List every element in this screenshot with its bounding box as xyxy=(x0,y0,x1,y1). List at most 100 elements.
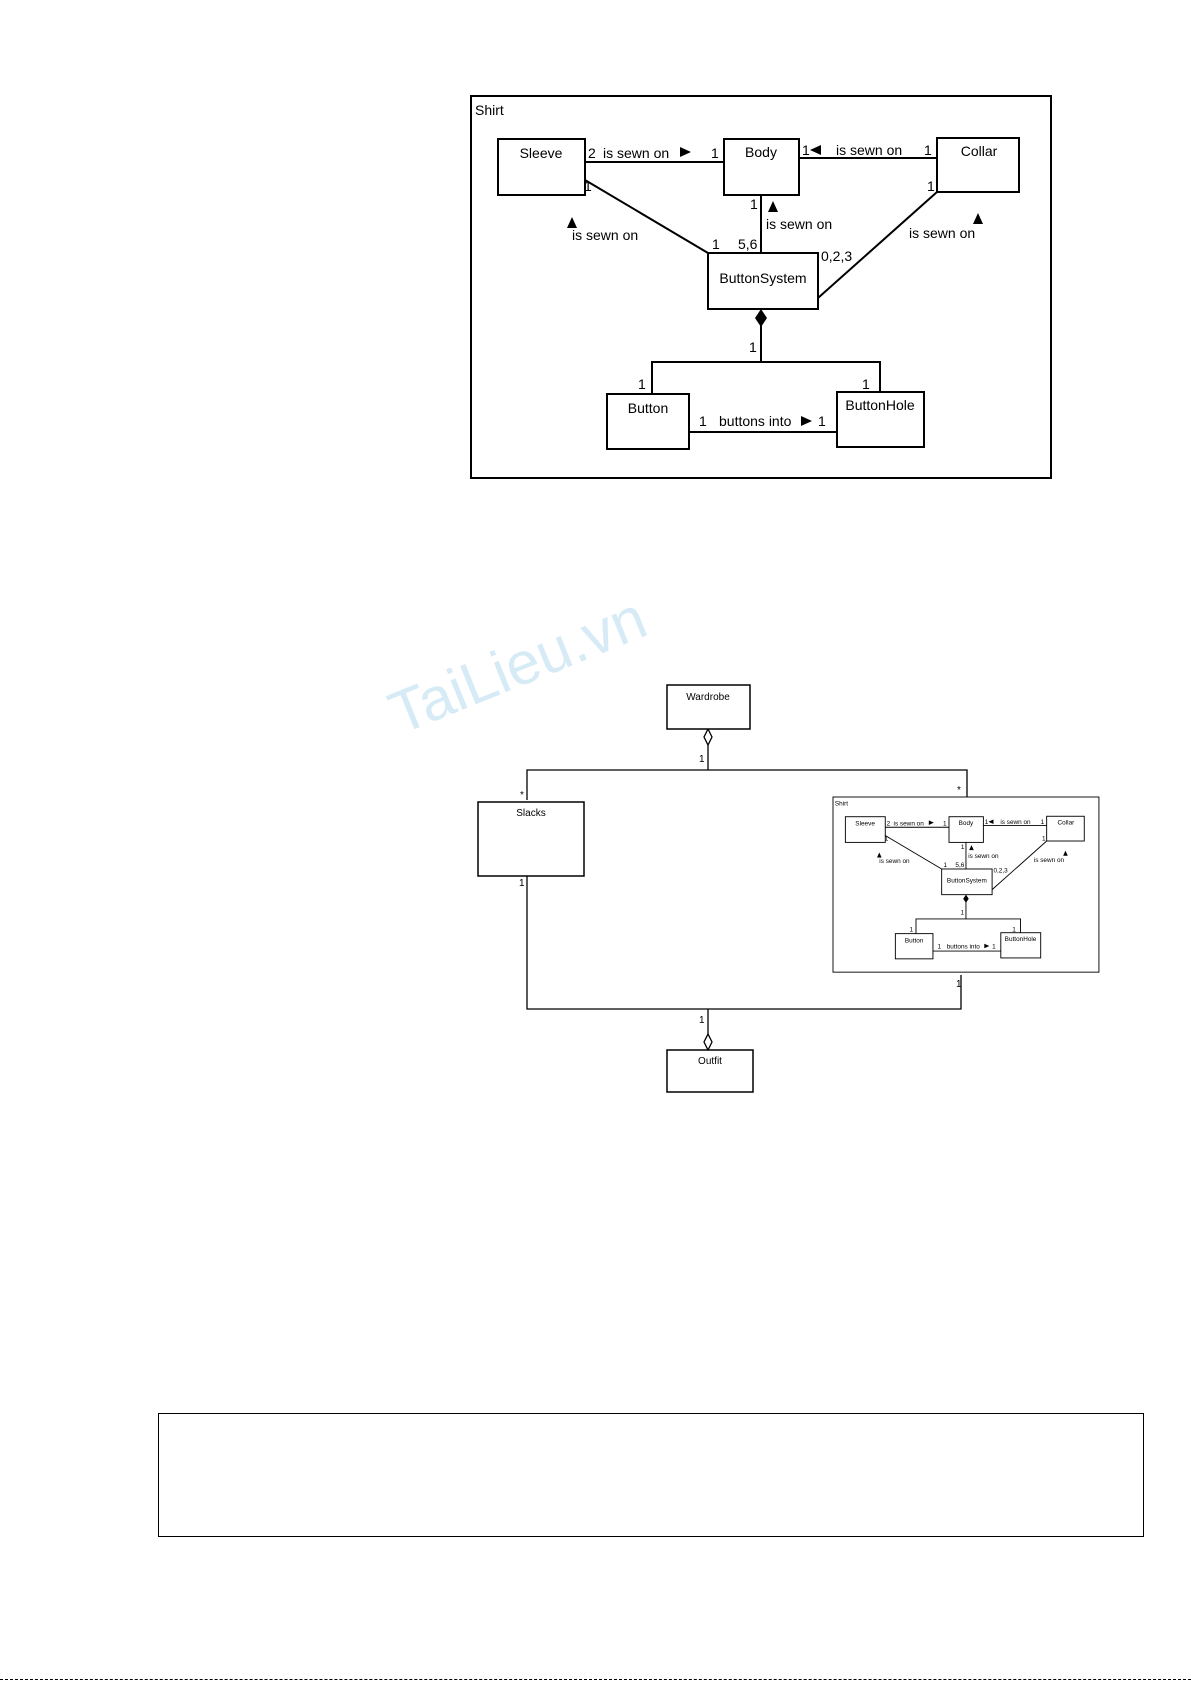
mini-class-collar xyxy=(1046,815,1085,842)
mult-outfit-shirt: 1 xyxy=(956,979,962,990)
mini-mult: 1 xyxy=(943,862,947,869)
mini-label-sleeve-buttonsystem: is sewn on xyxy=(879,858,910,865)
mini-mult: 1 xyxy=(1041,819,1045,826)
label-sleeve-buttonsystem: is sewn on xyxy=(572,227,638,243)
mini-class-button-name: Button xyxy=(905,937,924,944)
arrow-button-hole-right-icon xyxy=(801,416,812,426)
label-collar-buttonsystem: is sewn on xyxy=(909,225,975,241)
mini-arrow-up-icon xyxy=(1063,850,1068,856)
mult-collar-to-body: 1 xyxy=(924,142,932,158)
assoc-sleeve-buttonsystem xyxy=(584,179,709,254)
mini-label-sleeve-body: is sewn on xyxy=(894,820,925,827)
class-collar xyxy=(936,137,1020,193)
mini-mult: 1 xyxy=(1012,926,1016,933)
mini-shirt-diagram: Shirt Sleeve Body Collar ButtonSystem Bu… xyxy=(832,796,1100,973)
mult-hole-from-bs: 1 xyxy=(862,376,870,392)
outfit-bus xyxy=(526,876,962,1010)
composition-diamond xyxy=(755,309,767,327)
arrow-collar-body-left-icon xyxy=(810,145,821,155)
mult-body-from-collar: 1 xyxy=(802,142,810,158)
note-box xyxy=(158,1413,1144,1537)
mult-wardrobe-end: 1 xyxy=(699,754,705,765)
label-button-hole: buttons into xyxy=(719,413,792,429)
wardrobe-diagram: Wardrobe Slacks Outfit 1 * * 1 1 1 Shirt… xyxy=(477,684,1100,1093)
mult-sleeve-to-body: 2 xyxy=(588,145,596,161)
label-sleeve-body: is sewn on xyxy=(603,145,669,161)
class-body-name: Body xyxy=(745,144,777,160)
class-buttonhole-name: ButtonHole xyxy=(845,397,914,413)
class-collar-name: Collar xyxy=(961,143,998,159)
mult-bs-from-body: 5,6 xyxy=(738,236,758,252)
arrow-collar-bs-up-icon xyxy=(973,213,983,224)
mult-bs-to-parts: 1 xyxy=(749,339,757,355)
mini-class-body xyxy=(948,816,984,843)
mini-arrow-right-icon xyxy=(984,943,990,949)
arrow-sleeve-body-right-icon xyxy=(680,147,691,157)
watermark: TaiLieu.vn xyxy=(380,584,656,747)
mini-composition-diamond xyxy=(963,894,969,903)
mini-class-body-name: Body xyxy=(959,820,974,827)
class-sleeve xyxy=(497,138,586,196)
mult-sleeve-to-bs: 1 xyxy=(584,178,592,194)
class-slacks xyxy=(477,801,585,877)
class-buttonsystem-name: ButtonSystem xyxy=(719,270,806,286)
mini-mult: 1 xyxy=(961,844,965,851)
mini-mult: 0,2,3 xyxy=(993,868,1008,875)
mini-arrow-right-icon xyxy=(928,820,934,825)
mult-button-to-hole: 1 xyxy=(699,413,707,429)
shirt-frame-title: Shirt xyxy=(475,102,504,118)
mini-class-buttonsystem xyxy=(941,868,993,896)
label-collar-body: is sewn on xyxy=(836,142,902,158)
mini-label-collar-body: is sewn on xyxy=(1000,819,1031,826)
outfit-aggregation-diamond xyxy=(703,1032,713,1052)
class-wardrobe xyxy=(666,684,751,730)
mini-mult: 1 xyxy=(938,943,942,950)
footer-rule xyxy=(0,1679,1191,1680)
class-button xyxy=(606,393,690,450)
wardrobe-aggregation-diamond xyxy=(703,727,713,747)
mini-class-button xyxy=(894,933,934,960)
mini-mult: 1 xyxy=(960,909,964,916)
mult-wardrobe-slacks: * xyxy=(520,790,524,801)
mini-shirt-frame-title: Shirt xyxy=(835,801,848,808)
shirt-diagram: Shirt Sleeve Body Collar ButtonSystem Bu… xyxy=(470,95,1052,479)
mult-bs-from-sleeve: 1 xyxy=(712,236,720,252)
class-slacks-name: Slacks xyxy=(516,808,545,819)
mini-class-buttonhole xyxy=(1000,932,1042,959)
mult-button-from-bs: 1 xyxy=(638,376,646,392)
mini-mult: 1 xyxy=(885,836,889,843)
mini-mult: 1 xyxy=(992,943,996,950)
mult-outfit-slacks: 1 xyxy=(519,878,525,889)
class-outfit-name: Outfit xyxy=(698,1056,722,1067)
mini-label-collar-buttonsystem: is sewn on xyxy=(1034,857,1065,864)
mult-outfit-end: 1 xyxy=(699,1015,705,1026)
mult-hole-from-button: 1 xyxy=(818,413,826,429)
class-buttonhole xyxy=(836,391,925,448)
mini-class-buttonhole-name: ButtonHole xyxy=(1005,936,1037,943)
mini-mult: 1 xyxy=(910,926,914,933)
mini-mult: 2 xyxy=(887,820,891,827)
mini-arrow-up-icon xyxy=(969,845,974,851)
mini-mult: 1 xyxy=(1042,836,1046,843)
mini-mult: 5,6 xyxy=(955,862,964,869)
mini-assoc-collar-buttonsystem xyxy=(991,840,1047,890)
assoc-collar-buttonsystem xyxy=(817,191,938,299)
mini-class-buttonsystem-name: ButtonSystem xyxy=(947,878,987,885)
mini-assoc-sleeve-buttonsystem xyxy=(885,835,942,870)
composition-bus xyxy=(651,361,881,394)
mini-arrow-left-icon xyxy=(988,819,994,825)
class-wardrobe-name: Wardrobe xyxy=(686,692,730,703)
label-body-buttonsystem: is sewn on xyxy=(766,216,832,232)
class-body xyxy=(723,138,800,196)
wardrobe-bus xyxy=(526,769,968,800)
mini-class-sleeve xyxy=(844,816,886,843)
mini-mult: 1 xyxy=(985,819,989,826)
class-sleeve-name: Sleeve xyxy=(520,145,563,161)
class-button-name: Button xyxy=(628,400,668,416)
mini-label-body-buttonsystem: is sewn on xyxy=(968,853,999,860)
arrow-sleeve-bs-up-icon xyxy=(567,217,577,228)
mult-collar-to-bs: 1 xyxy=(927,178,935,194)
mult-wardrobe-shirt: * xyxy=(957,785,961,796)
arrow-body-bs-up-icon xyxy=(768,201,778,212)
class-buttonsystem xyxy=(707,252,819,310)
